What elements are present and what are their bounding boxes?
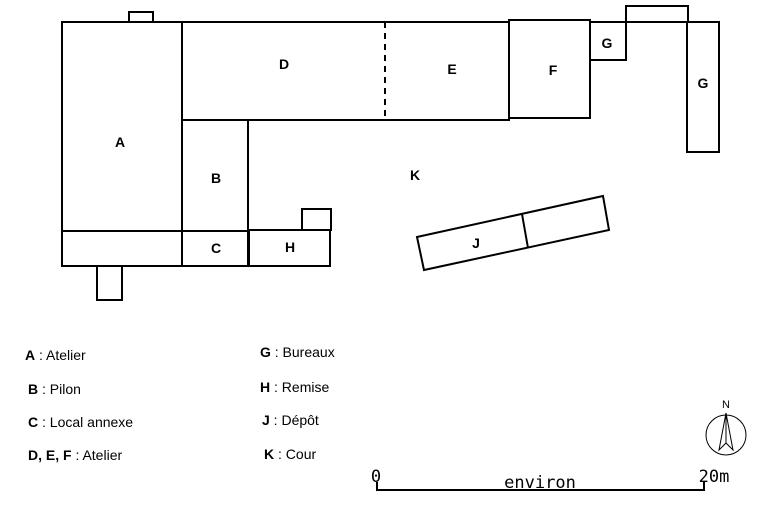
legend-code: G (260, 344, 271, 360)
legend-code: B (28, 381, 39, 397)
building-b (181, 119, 249, 232)
north-arrow-icon: N (705, 399, 747, 456)
building-g-tall (686, 21, 720, 153)
label-e: E (447, 61, 456, 77)
annex-h (301, 208, 332, 231)
building-c (181, 230, 249, 267)
legend-item-j: J : Dépôt (262, 412, 319, 428)
legend-item-a: A : Atelier (25, 347, 86, 363)
label-g-small: G (602, 35, 613, 51)
legend-item-b: B : Pilon (28, 381, 81, 397)
legend-text: : Atelier (35, 347, 86, 363)
legend-item-g: G : Bureaux (260, 344, 335, 360)
label-j: J (472, 235, 480, 251)
scale-end: 20m (699, 467, 730, 487)
legend-code: C (28, 414, 39, 430)
legend-text: : Cour (274, 446, 317, 462)
legend-text: : Atelier (71, 447, 123, 463)
label-g-tall: G (698, 75, 709, 91)
label-b: B (211, 170, 221, 186)
label-d: D (279, 56, 289, 72)
legend-text: : Remise (270, 379, 330, 395)
annex-bottom-a (96, 265, 123, 301)
legend-item-h: H : Remise (260, 379, 329, 395)
legend-text: : Pilon (38, 381, 81, 397)
building-j-divider (521, 213, 529, 249)
legend-item-def: D, E, F : Atelier (28, 447, 122, 463)
legend-code: D, E, F (28, 447, 72, 463)
building-d-e (181, 21, 510, 121)
legend-code: A (25, 347, 36, 363)
legend-text: : Local annexe (38, 414, 134, 430)
legend-item-c: C : Local annexe (28, 414, 133, 430)
label-f: F (549, 62, 558, 78)
legend-text: : Dépôt (269, 412, 319, 428)
legend-text: : Bureaux (270, 344, 335, 360)
connector-top (625, 5, 689, 23)
label-h: H (285, 239, 295, 255)
building-h (248, 229, 331, 267)
building-a (61, 21, 183, 267)
legend-code: H (260, 379, 271, 395)
label-a: A (115, 134, 125, 150)
annex-top-a (128, 11, 154, 23)
label-k: K (410, 167, 420, 183)
scale-start: 0 (371, 467, 381, 487)
scale-bar: 0 environ 20m (371, 467, 729, 493)
legend-code: K (264, 446, 275, 462)
north-label: N (722, 399, 730, 411)
legend-code: J (262, 412, 270, 428)
scale-middle: environ (504, 473, 576, 493)
building-j (415, 194, 611, 272)
label-c: C (211, 240, 221, 256)
legend-item-k: K : Cour (264, 446, 316, 462)
building-f (508, 19, 591, 119)
building-g-small (589, 21, 627, 61)
